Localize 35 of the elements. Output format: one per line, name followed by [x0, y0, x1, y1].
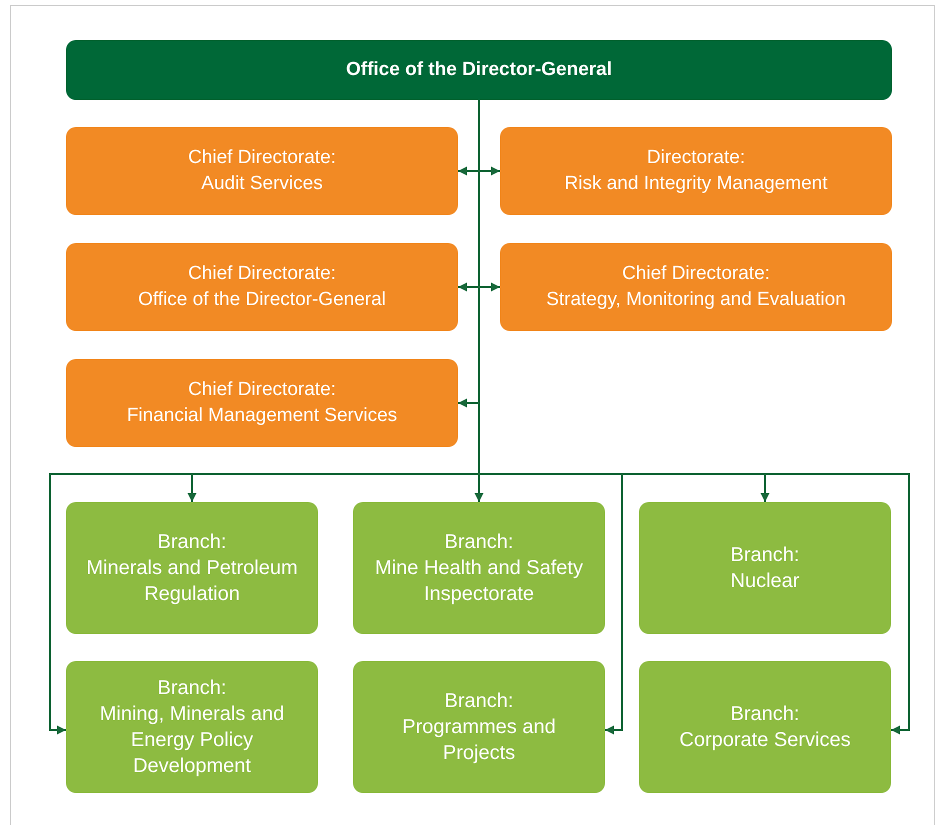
branch-box [353, 661, 605, 793]
box-label: Mining, Minerals and Energy Policy Development [98, 702, 286, 779]
branch-box [66, 661, 318, 793]
box-heading: Branch: [730, 543, 800, 568]
box-label: Office of the Director-General [138, 288, 386, 312]
box-label: Programmes and Projects [401, 715, 557, 766]
branch-box [639, 661, 891, 793]
box-heading: Branch: [444, 530, 514, 555]
box-label: Strategy, Monitoring and Evaluation [546, 288, 846, 312]
directorate-box [66, 359, 458, 447]
branch-box [639, 502, 891, 634]
branch-box [353, 502, 605, 634]
box-heading: Branch: [730, 702, 800, 727]
box-heading: Branch: [158, 530, 226, 555]
directorate-box [500, 127, 892, 215]
box-heading: Branch: [444, 689, 514, 714]
box-label: Mine Health and Safety Inspectorate [374, 556, 584, 607]
box-label: Minerals and Petroleum Regulation [85, 556, 299, 607]
box-heading: Directorate: [646, 146, 746, 170]
box-label: Office of the Director-General [346, 58, 612, 82]
box-label: Audit Services [201, 172, 323, 196]
box-label: Risk and Integrity Management [564, 172, 828, 196]
directorate-box [66, 127, 458, 215]
box-heading: Chief Directorate: [188, 378, 336, 402]
directorate-box [66, 243, 458, 331]
directorate-box [500, 243, 892, 331]
office-header-bar [66, 40, 892, 100]
box-label: Nuclear [730, 569, 800, 594]
box-label: Financial Management Services [126, 404, 398, 428]
box-heading: Chief Directorate: [188, 262, 336, 286]
box-heading: Chief Directorate: [622, 262, 770, 286]
box-heading: Chief Directorate: [188, 146, 336, 170]
box-heading: Branch: [158, 676, 226, 701]
box-label: Corporate Services [679, 728, 851, 753]
branch-box [66, 502, 318, 634]
